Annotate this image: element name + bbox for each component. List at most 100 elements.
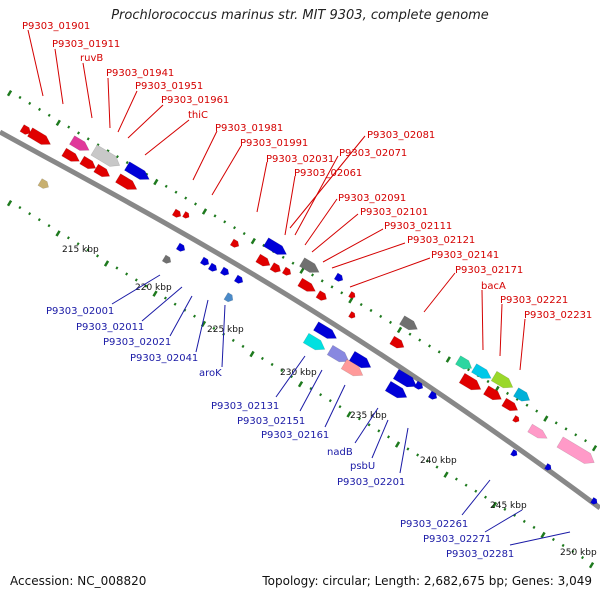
gene-feature [90,144,121,167]
gene-label: P9303_02071 [339,148,407,159]
inner-tick [86,248,90,252]
gene-label: P9303_01951 [135,81,203,92]
outer-tick [67,125,71,129]
inner-tick [454,477,458,481]
inner-tick [96,254,100,258]
gene-label: P9303_02131 [211,401,279,412]
outer-tick [174,190,178,194]
inner-tick [561,543,565,548]
outer-tick [591,444,598,452]
leader-line [499,303,503,357]
outer-tick [418,338,422,342]
gene-feature [207,262,218,272]
outer-tick [379,314,383,318]
inner-tick [387,435,391,439]
outer-tick [348,297,354,304]
leader-line [484,509,523,533]
gene-feature [512,415,520,423]
gene-feature [115,173,138,190]
gene-feature [340,358,364,377]
leader-line [509,531,571,546]
gene-feature [161,254,172,264]
leader-line [354,407,379,444]
gene-feature [384,380,408,399]
gene-label: P9303_02031 [266,154,334,165]
gene-label: P9303_02121 [407,235,475,246]
leader-line [275,355,306,398]
leader-line [284,175,296,236]
gene-feature [490,370,514,389]
leader-line [107,77,111,129]
forward-label-group: P9303_01901 P9303_01911 ruvB P9303_01941… [22,21,592,371]
leader-line [141,286,183,322]
kbp-label: 235 kbp [350,411,387,421]
gene-label: P9303_01901 [22,21,90,32]
gene-label: P9303_02281 [446,549,514,560]
gene-feature [263,237,288,255]
inner-tick [270,362,274,367]
leader-line [461,479,491,516]
outer-tick [125,160,129,165]
kbp-label: 225 kbp [207,325,244,335]
gene-feature [269,262,281,273]
inner-tick [212,326,216,330]
gene-label: P9303_02041 [130,353,198,364]
kbp-label: 220 kbp [135,283,172,293]
gene-feature [590,497,598,505]
gene-label: P9303_01991 [240,138,308,149]
gene-feature [399,315,418,331]
gene-feature [427,390,438,400]
outer-tick [506,391,510,395]
gene-feature [501,397,519,412]
gene-feature [199,256,210,266]
gene-feature [455,355,473,370]
inner-tick [115,266,119,270]
inner-tick [581,556,585,560]
leader-line [423,272,456,313]
gene-feature [19,124,31,135]
gene-feature [182,211,190,219]
outer-tick [281,255,285,259]
outer-tick [213,214,217,218]
gene-label: P9303_02021 [103,337,171,348]
outer-tick [86,137,90,141]
inner-tick [76,242,80,246]
inner-tick [443,471,449,478]
outer-tick [223,220,227,224]
inner-tick [241,344,245,348]
leader-line [127,104,164,139]
gene-label: aroK [199,368,222,379]
gene-feature [348,291,356,299]
gene-label: P9303_02061 [294,168,362,179]
inner-tick [231,338,235,342]
outer-tick [584,439,588,443]
inner-tick [249,350,255,358]
outer-tick [486,379,490,384]
gene-label: P9303_01961 [161,95,229,106]
outer-tick [201,208,208,215]
outer-tick [535,409,539,413]
outer-tick [467,368,471,372]
genome-backbone [0,129,600,511]
gene-feature [233,274,244,284]
kbp-label: 215 kbp [62,245,99,255]
gene-feature [392,368,418,388]
gene-label: P9303_02011 [76,322,144,333]
gene-feature [124,161,150,180]
inner-tick [588,562,595,569]
gene-feature [229,238,240,248]
leader-line [144,119,190,156]
leader-line [211,145,242,196]
gene-feature [175,242,186,252]
leader-line [27,29,44,97]
inner-tick [152,290,158,297]
gene-label: P9303_02231 [524,310,592,321]
gene-label: P9303_02201 [337,477,405,488]
outer-tick [28,101,32,105]
inner-tick [290,374,294,379]
outer-tick [574,433,578,437]
outer-tick [311,273,315,277]
outer-tick [525,403,529,407]
gene-label: P9303_02111 [384,221,452,232]
gene-feature [544,463,552,471]
